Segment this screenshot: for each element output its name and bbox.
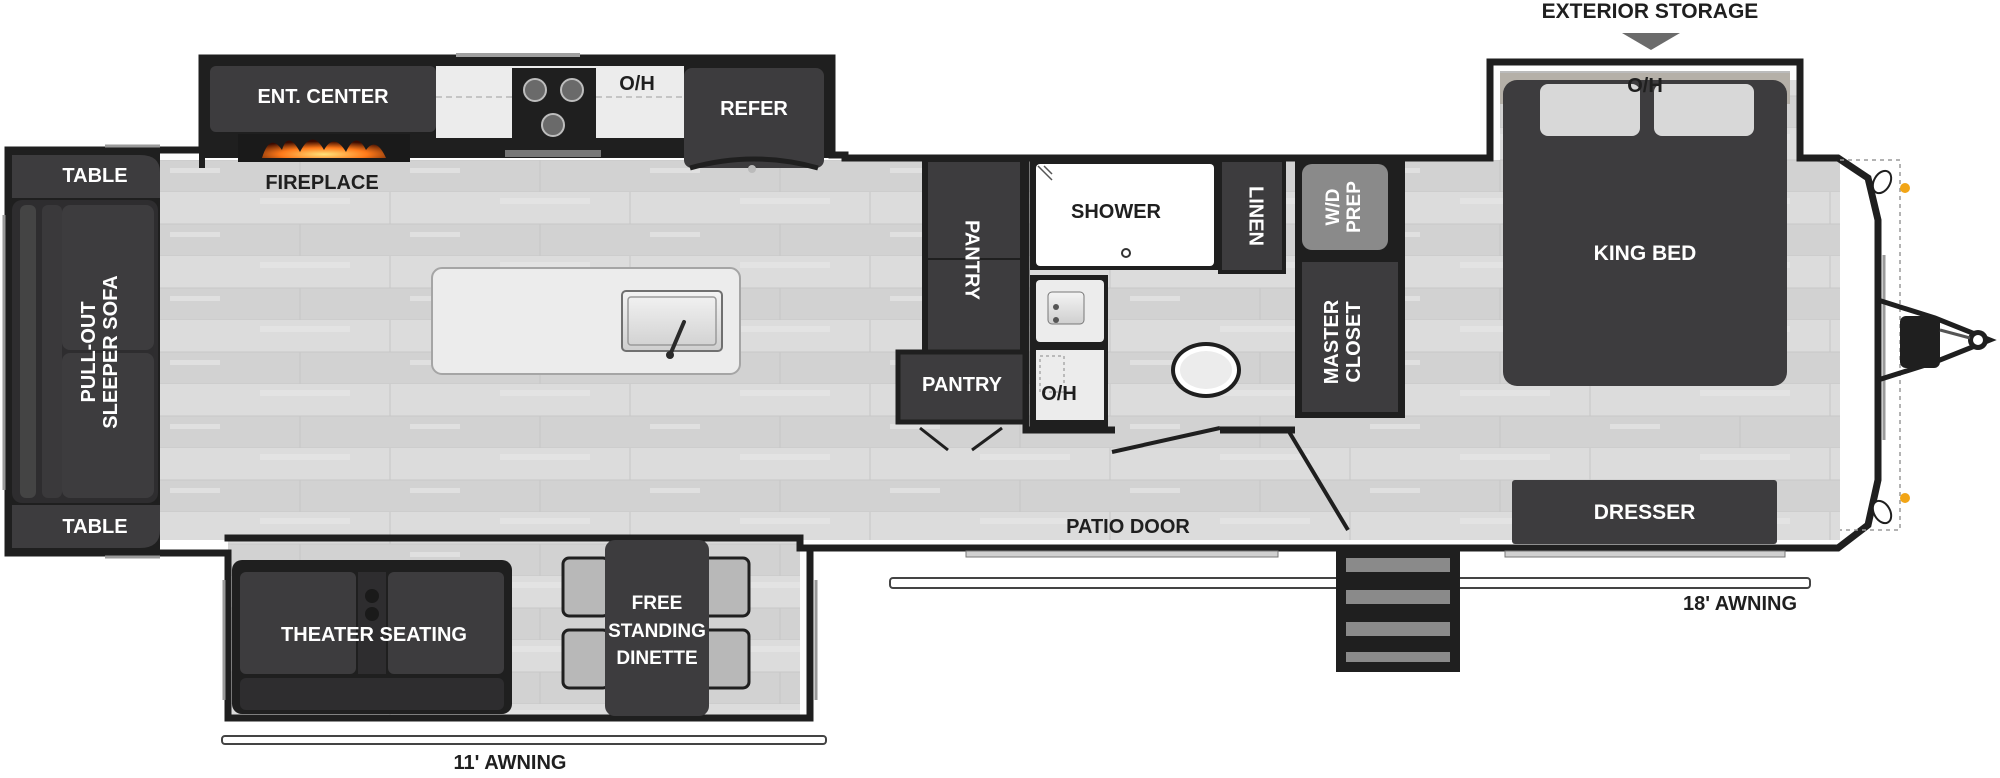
top-slide bbox=[202, 53, 832, 173]
linen-label: LINEN bbox=[1244, 186, 1267, 246]
fireplace-label: FIREPLACE bbox=[265, 172, 379, 194]
wd-prep-line1: W/D bbox=[1323, 188, 1344, 226]
pantry-upper-label: PANTRY bbox=[960, 220, 983, 300]
bath-overhead-label: O/H bbox=[1041, 383, 1077, 405]
bedroom bbox=[1487, 71, 1997, 544]
dinette-line2: STANDING bbox=[608, 620, 706, 642]
patio-door-label: PATIO DOOR bbox=[1066, 516, 1190, 538]
master-closet-line1: MASTER bbox=[1321, 299, 1343, 385]
bath-core bbox=[895, 158, 1405, 532]
refer-label: REFER bbox=[720, 98, 788, 120]
dinette-label: FREE STANDING DINETTE bbox=[605, 590, 709, 673]
pantry-lower-label: PANTRY bbox=[922, 374, 1002, 396]
ent-center-label: ENT. CENTER bbox=[257, 86, 389, 108]
kitchen-island bbox=[431, 267, 741, 375]
dinette-line3: DINETTE bbox=[616, 648, 698, 670]
awning-18-label: 18' AWNING bbox=[1682, 593, 1798, 615]
awnings bbox=[221, 548, 1811, 745]
exterior-storage-arrow bbox=[1622, 33, 1680, 50]
sofa-label: PULL-OUT SLEEPER SOFA bbox=[78, 202, 122, 502]
wd-prep-label: W/D PREP bbox=[1323, 161, 1369, 253]
dresser-label: DRESSER bbox=[1593, 501, 1696, 524]
sofa-area bbox=[2, 144, 160, 559]
shower-label: SHOWER bbox=[1071, 201, 1161, 223]
kitchen-overhead-label: O/H bbox=[619, 73, 655, 95]
bedroom-overhead-label: O/H bbox=[1627, 75, 1663, 97]
exterior-storage-label: EXTERIOR STORAGE bbox=[1541, 0, 1759, 23]
awning-11-label: 11' AWNING bbox=[453, 752, 567, 774]
sofa-label-line2: SLEEPER SOFA bbox=[100, 275, 123, 429]
sofa-label-line1: PULL-OUT bbox=[78, 301, 100, 403]
table-bottom-label: TABLE bbox=[62, 516, 128, 538]
master-closet-label: MASTER CLOSET bbox=[1321, 282, 1369, 402]
dinette-line1: FREE bbox=[631, 593, 683, 614]
table-top-label: TABLE bbox=[62, 165, 128, 187]
wd-prep-line2: PREP bbox=[1344, 181, 1366, 233]
bottom-slide bbox=[222, 540, 818, 716]
theater-seating-label: THEATER SEATING bbox=[281, 624, 467, 646]
master-closet-line2: CLOSET bbox=[1343, 301, 1366, 383]
king-bed-label: KING BED bbox=[1593, 242, 1697, 265]
